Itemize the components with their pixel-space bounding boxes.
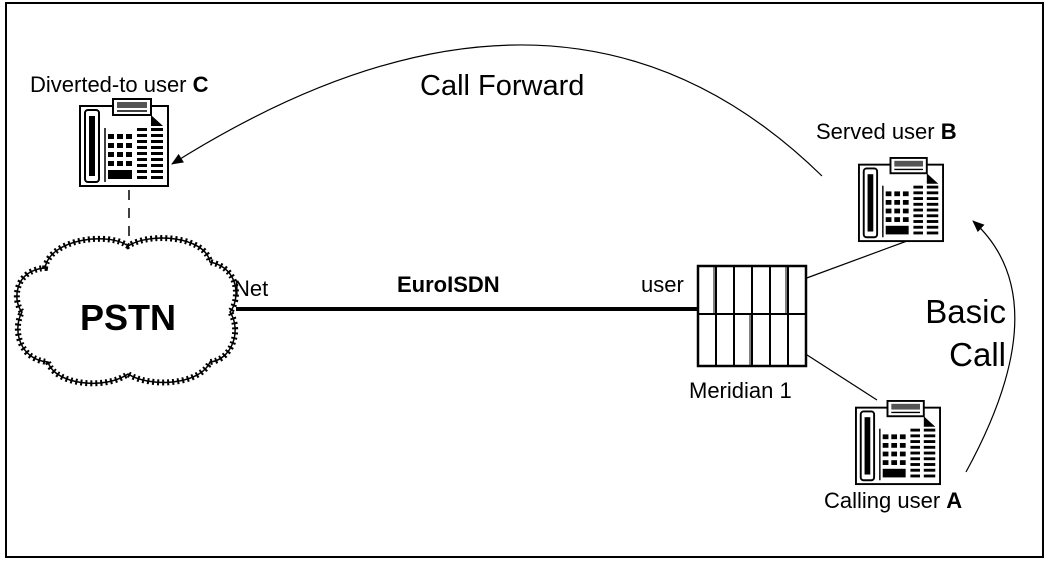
switch-to-calling-line bbox=[803, 352, 878, 401]
call-forward-label: Call Forward bbox=[420, 70, 584, 102]
served-user-label: Served user B bbox=[816, 119, 957, 144]
diverted-user-c-telephone-icon bbox=[78, 98, 170, 188]
basic-call-label-line2: Call bbox=[949, 336, 1006, 373]
frame-border bbox=[5, 2, 1044, 558]
served-user-b-telephone-icon bbox=[858, 156, 944, 243]
diverted-user-label: Diverted-to user C bbox=[30, 72, 209, 97]
cloud-icon bbox=[13, 235, 239, 387]
meridian-label: Meridian 1 bbox=[689, 378, 792, 403]
calling-user-label: Calling user A bbox=[824, 488, 962, 513]
calling-user-a-telephone-icon bbox=[854, 400, 942, 486]
basic-call-label-line1: Basic bbox=[925, 293, 1006, 330]
call-forward-arrow bbox=[171, 44, 823, 177]
euroisdn-label: EuroISDN bbox=[397, 272, 500, 297]
pstn-label: PSTN bbox=[80, 297, 176, 338]
net-label: Net bbox=[234, 276, 268, 301]
pbx-cabinet-icon bbox=[696, 264, 808, 368]
user-side-label: user bbox=[641, 272, 684, 297]
switch-to-served-line bbox=[803, 240, 908, 280]
basic-call-arrow bbox=[965, 220, 1016, 473]
